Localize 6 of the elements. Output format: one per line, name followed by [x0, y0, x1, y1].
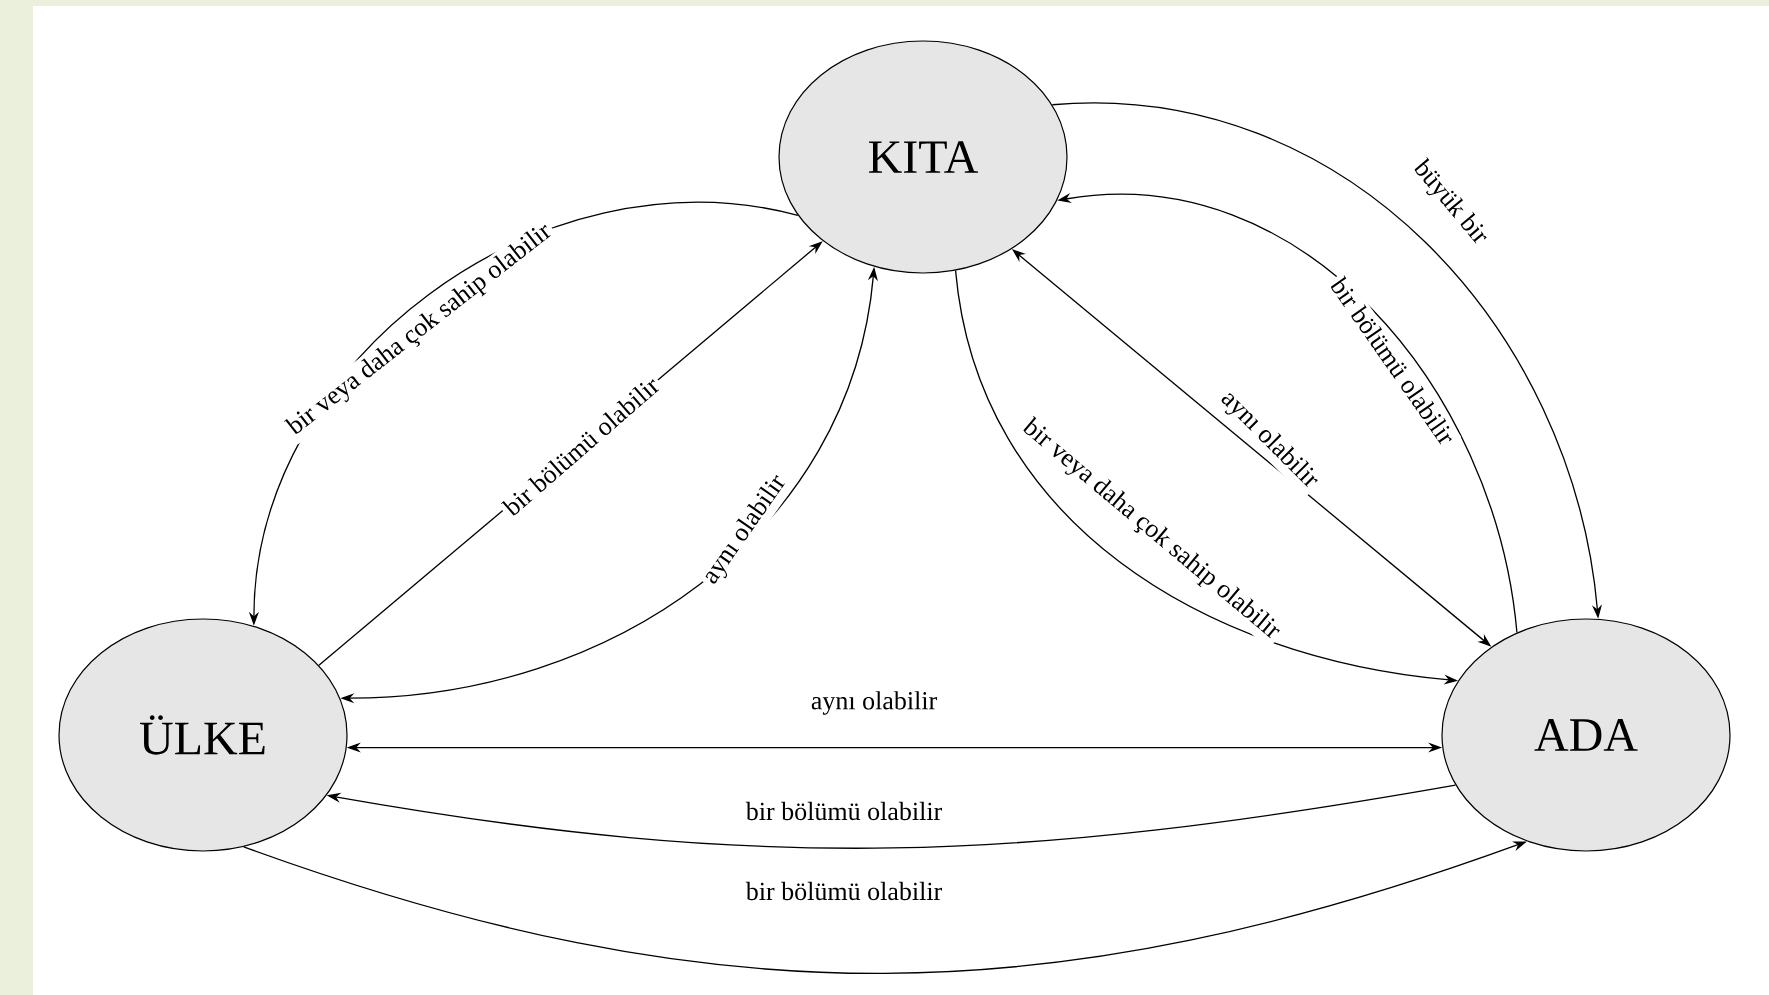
- edge-label: bir bölümü olabilir: [742, 878, 946, 904]
- ellipse-node: KITA: [778, 40, 1068, 274]
- ellipse-node: ADA: [1441, 618, 1731, 852]
- edge-label: bir bölümü olabilir: [742, 798, 946, 824]
- ellipse-node: ÜLKE: [58, 618, 348, 852]
- edge-label: aynı olabilir: [807, 687, 941, 718]
